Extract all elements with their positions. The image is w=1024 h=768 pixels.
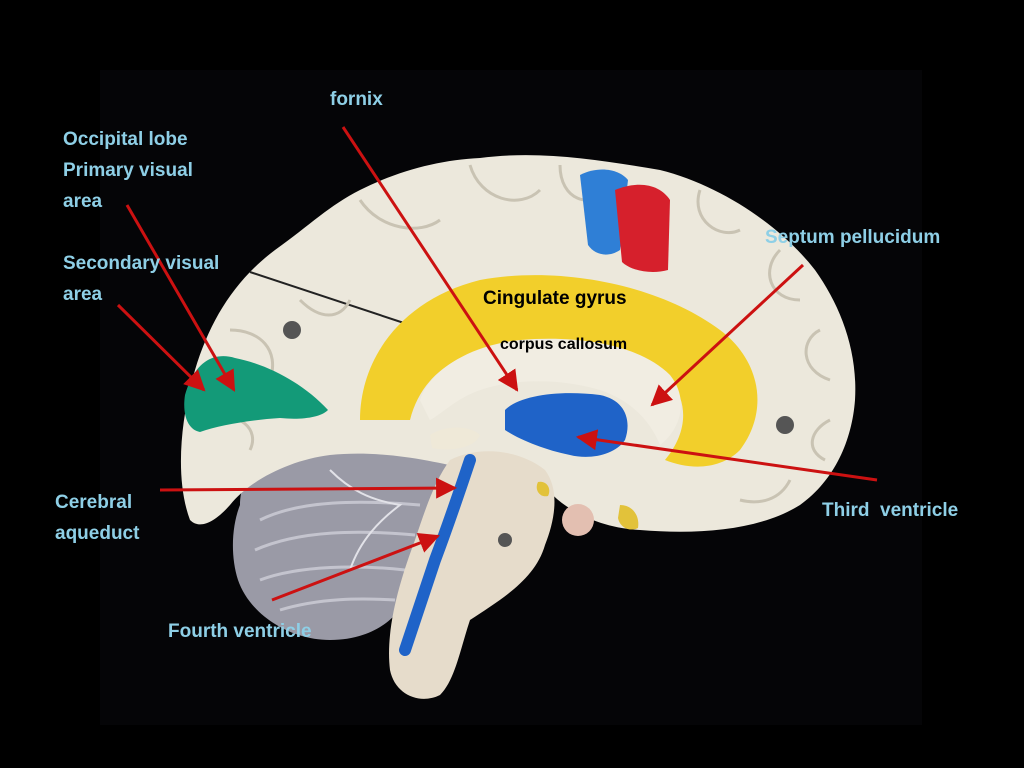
- label-occipital-lobe: Occipital lobe: [63, 129, 188, 150]
- label-septum-pellucidum: Septum pellucidum: [765, 227, 941, 248]
- label-primary-visual: Primary visual: [63, 160, 193, 181]
- label-corpus-callosum: corpus callosum: [500, 336, 628, 353]
- arrow-primary-visual: [125, 204, 236, 392]
- label-aqueduct: aqueduct: [55, 523, 140, 544]
- annotation-arrows: [116, 126, 878, 602]
- label-cingulate-gyrus: Cingulate gyrus: [483, 288, 627, 309]
- arrow-fornix: [341, 126, 519, 392]
- label-fourth-ventricle: Fourth ventricle: [168, 621, 312, 642]
- label-secondary-visual-area: area: [63, 284, 103, 305]
- red-cortex-patch: [615, 184, 670, 273]
- arrow-secondary-visual: [116, 303, 206, 392]
- arrow-septum: [650, 263, 805, 407]
- label-fornix: fornix: [330, 89, 383, 110]
- corpus-callosum: [420, 338, 681, 445]
- cingulate-gyrus: [360, 275, 758, 467]
- label-primary-visual-area: area: [63, 191, 103, 212]
- pituitary: [562, 504, 594, 536]
- label-cerebral: Cerebral: [55, 492, 133, 513]
- label-secondary-visual: Secondary visual: [63, 253, 220, 274]
- arrow-fourth-ventricle: [271, 533, 440, 602]
- arrow-cerebral-aqueduct: [159, 477, 458, 499]
- arrow-third-ventricle: [575, 429, 878, 482]
- cerebellum: [232, 424, 451, 640]
- label-third-ventricle: Third ventricle: [822, 500, 959, 521]
- cerebral-aqueduct-shape: [399, 454, 476, 656]
- brainstem: [389, 451, 555, 699]
